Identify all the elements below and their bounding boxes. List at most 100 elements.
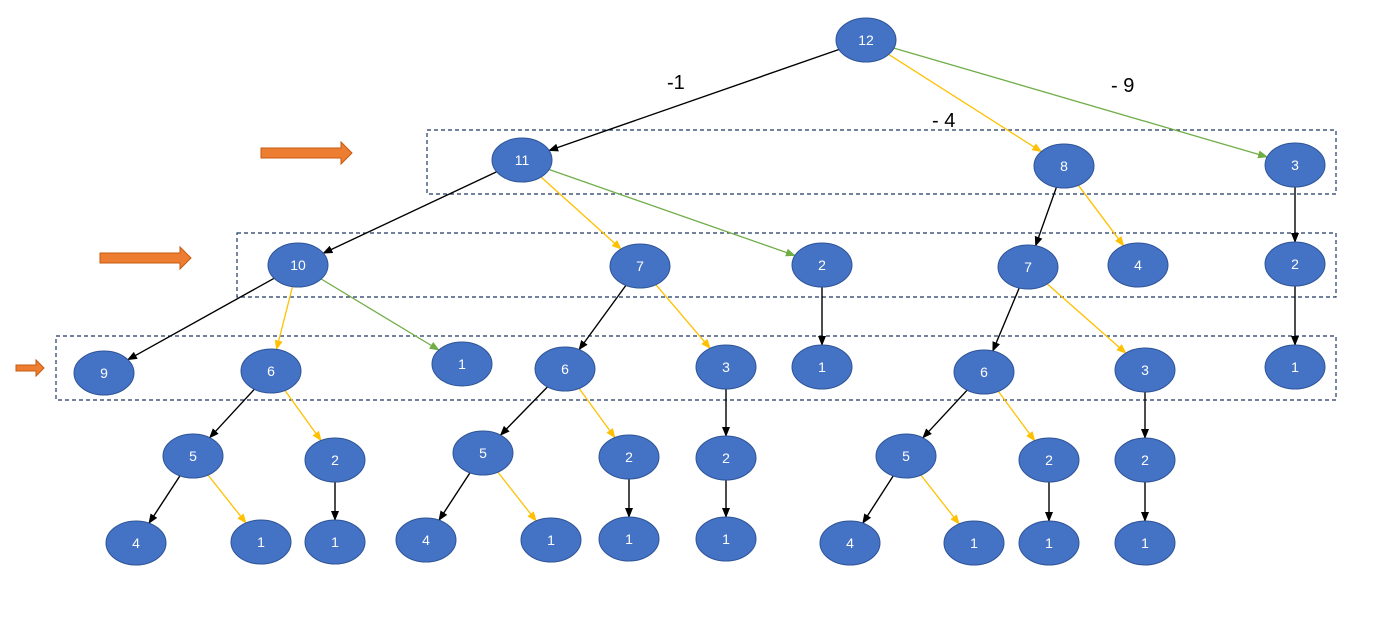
node-circle bbox=[695, 344, 757, 390]
node-label: 4 bbox=[1134, 257, 1142, 273]
node-circle bbox=[609, 243, 671, 289]
node-label: 2 bbox=[1141, 452, 1149, 468]
level-2-arrow-icon bbox=[99, 245, 192, 271]
node-circle bbox=[230, 519, 292, 565]
node-label: 2 bbox=[1291, 256, 1299, 272]
node-label: 9 bbox=[100, 365, 108, 381]
node-circle bbox=[1114, 347, 1176, 393]
node-circle bbox=[491, 137, 553, 183]
node-circle bbox=[1018, 437, 1080, 483]
node-label: 4 bbox=[422, 532, 430, 548]
tree-node-p2c: 1 bbox=[304, 519, 366, 565]
tree-node-c1: 2 bbox=[1264, 241, 1326, 287]
node-circle bbox=[598, 434, 660, 480]
tree-node-r3cc: 1 bbox=[1114, 520, 1176, 566]
edge-a2x-to-q5 bbox=[499, 386, 549, 436]
tree-node-q3cc: 1 bbox=[695, 516, 757, 562]
tree-node-q4: 4 bbox=[395, 517, 457, 563]
node-circle bbox=[943, 520, 1005, 566]
node-circle bbox=[162, 433, 224, 479]
level-1-box bbox=[426, 129, 1337, 195]
node-circle bbox=[520, 517, 582, 563]
edge-q5-to-q1 bbox=[497, 471, 537, 522]
node-label: 2 bbox=[331, 452, 339, 468]
node-circle bbox=[1107, 242, 1169, 288]
tree-node-a3x: 1 bbox=[791, 344, 853, 390]
tree-node-q5: 5 bbox=[452, 430, 514, 476]
tree-node-a1z: 1 bbox=[431, 341, 493, 387]
tree-node-r2c: 1 bbox=[1018, 520, 1080, 566]
tree-node-b1y: 3 bbox=[1114, 347, 1176, 393]
tree-node-b1x: 6 bbox=[953, 349, 1015, 395]
edge-label-minus-1: -1 bbox=[667, 72, 685, 94]
tree-node-a1: 10 bbox=[267, 242, 329, 288]
edge-b1x-to-r5 bbox=[922, 389, 968, 439]
node-label: 1 bbox=[547, 532, 555, 548]
node-label: 7 bbox=[636, 258, 644, 274]
node-label: 3 bbox=[1141, 362, 1149, 378]
edge-b-to-b2 bbox=[1077, 184, 1125, 247]
node-circle bbox=[304, 519, 366, 565]
tree-node-r2: 2 bbox=[1018, 437, 1080, 483]
node-circle bbox=[695, 435, 757, 481]
edge-a1-to-a1y bbox=[274, 286, 294, 351]
edge-b-to-b1 bbox=[1034, 187, 1058, 247]
node-label: 6 bbox=[980, 364, 988, 380]
node-label: 1 bbox=[331, 534, 339, 550]
tree-node-root: 12 bbox=[835, 17, 897, 63]
node-circle bbox=[791, 344, 853, 390]
node-circle bbox=[875, 433, 937, 479]
node-label: 1 bbox=[818, 359, 826, 375]
tree-node-b: 8 bbox=[1033, 143, 1095, 189]
edges bbox=[127, 47, 1299, 525]
edge-a1y-to-p5 bbox=[209, 388, 255, 439]
level-arrows bbox=[15, 140, 353, 378]
tree-node-p4: 4 bbox=[105, 520, 167, 566]
tree-node-b1: 7 bbox=[997, 244, 1059, 290]
tree-node-a3: 2 bbox=[791, 242, 853, 288]
edge-a-to-a3 bbox=[548, 168, 796, 257]
tree-node-q3c: 2 bbox=[695, 435, 757, 481]
edge-a1-to-a1z bbox=[320, 278, 440, 351]
node-label: 3 bbox=[1291, 157, 1299, 173]
edge-root-to-b bbox=[888, 53, 1043, 153]
tree-node-r1: 1 bbox=[943, 520, 1005, 566]
node-label: 10 bbox=[290, 257, 306, 273]
tree-node-r3c: 2 bbox=[1114, 437, 1176, 483]
node-circle bbox=[1264, 241, 1326, 287]
edge-root-to-c bbox=[893, 47, 1269, 159]
level-3-box bbox=[55, 335, 1337, 401]
edge-label-minus-9: - 9 bbox=[1111, 75, 1134, 97]
tree-node-p1: 1 bbox=[230, 519, 292, 565]
node-circle bbox=[1018, 520, 1080, 566]
tree-node-c: 3 bbox=[1264, 142, 1326, 188]
tree-node-q1: 1 bbox=[520, 517, 582, 563]
tree-node-a2: 7 bbox=[609, 243, 671, 289]
edge-root-to-a bbox=[548, 48, 840, 152]
node-circle bbox=[452, 430, 514, 476]
edge-b1-to-b1x bbox=[992, 287, 1020, 352]
node-label: 11 bbox=[515, 152, 530, 168]
node-label: 2 bbox=[1045, 452, 1053, 468]
node-label: 2 bbox=[625, 449, 633, 465]
node-label: 7 bbox=[1024, 259, 1032, 275]
node-circle bbox=[819, 520, 881, 566]
node-circle bbox=[1264, 142, 1326, 188]
node-label: 5 bbox=[902, 448, 910, 464]
node-label: 6 bbox=[267, 363, 275, 379]
node-label: 1 bbox=[970, 535, 978, 551]
edge-p5-to-p1 bbox=[207, 474, 247, 524]
tree-node-a2x: 6 bbox=[534, 346, 596, 392]
node-label: 3 bbox=[722, 359, 730, 375]
level-2-box bbox=[236, 232, 1337, 298]
node-label: 1 bbox=[257, 534, 265, 550]
node-label: 1 bbox=[1045, 535, 1053, 551]
node-circle bbox=[105, 520, 167, 566]
node-label: 2 bbox=[818, 257, 826, 273]
level-boxes bbox=[55, 129, 1337, 401]
node-circle bbox=[267, 242, 329, 288]
node-label: 1 bbox=[458, 356, 466, 372]
node-circle bbox=[953, 349, 1015, 395]
tree-node-a: 11 bbox=[491, 137, 553, 183]
